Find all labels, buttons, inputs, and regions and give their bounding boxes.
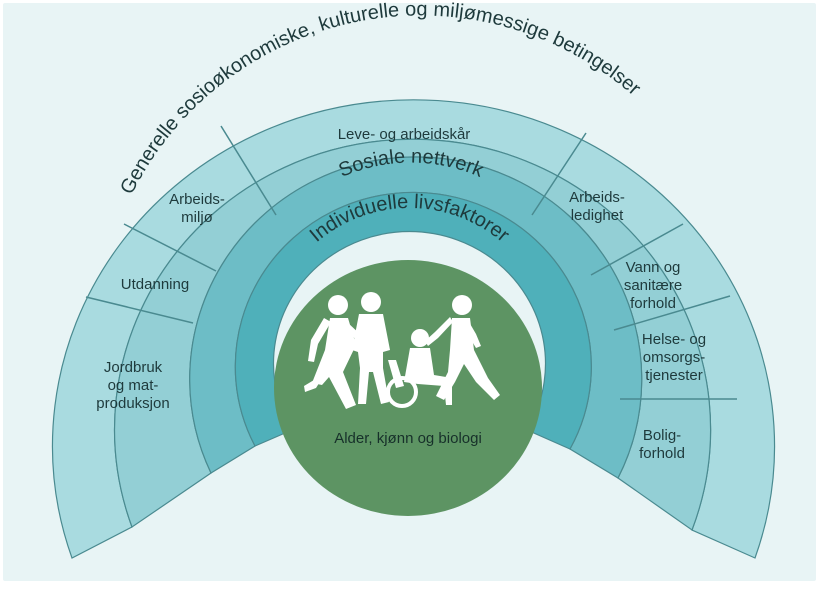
segment-label-line: Helse- og	[642, 331, 706, 348]
segment-label-line: Vann og	[626, 259, 681, 276]
segment-label-arbeidsmiljo: Arbeids-miljø	[169, 191, 225, 226]
segment-label-line: omsorgs-	[643, 349, 706, 366]
segment-label-line: Jordbruk	[104, 359, 163, 376]
divider-leve-arbeidsledighet	[531, 132, 587, 216]
divider-jordbruk-utdanning	[85, 296, 194, 324]
segment-dividers	[85, 125, 737, 400]
segment-label-line: Utdanning	[121, 276, 189, 293]
segment-label-line: ledighet	[571, 207, 624, 224]
segment-label-line: Arbeids-	[169, 191, 225, 208]
segment-label-bolig: Bolig-forhold	[639, 427, 685, 462]
segment-label-line: tjenester	[645, 367, 703, 384]
segment-label-line: miljø	[181, 209, 213, 226]
segment-label-leve: Leve- og arbeidskår	[338, 126, 471, 143]
divider-utdanning-arbeidsmiljo	[123, 223, 217, 272]
segment-label-line: produksjon	[96, 395, 169, 412]
individual-factors-ring	[234, 191, 592, 450]
segment-label-line: Arbeids-	[569, 189, 625, 206]
divider-arbeidsmiljo-leve	[220, 125, 277, 216]
segment-label-utdanning: Utdanning	[121, 276, 189, 293]
segment-label-line: forhold	[630, 295, 676, 312]
segment-label-line: og mat-	[108, 377, 159, 394]
segment-label-arbeidsledighet: Arbeids-ledighet	[569, 189, 625, 224]
segment-label-line: Leve- og arbeidskår	[338, 126, 471, 143]
center-label: Alder, kjønn og biologi	[334, 430, 482, 447]
segment-label-line: forhold	[639, 445, 685, 462]
divider-arbeidsledighet-vann	[590, 223, 684, 276]
people-silhouette-icon	[304, 292, 500, 409]
divider-vann-helse	[613, 295, 731, 331]
segment-label-line: Bolig-	[643, 427, 681, 444]
segment-label-line: sanitære	[624, 277, 682, 294]
